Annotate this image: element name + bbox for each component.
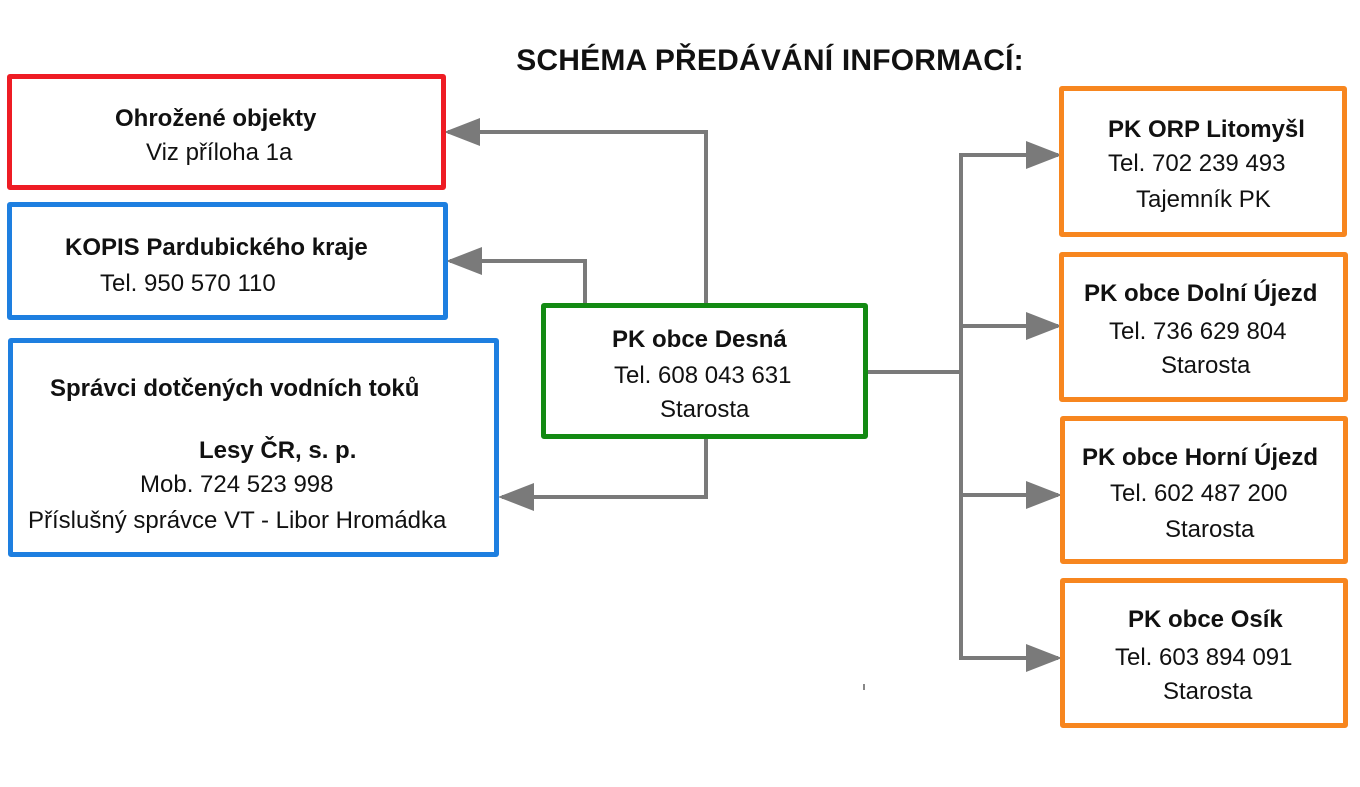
arrow-to-spravci <box>498 437 708 511</box>
box-phone: Tel. 736 629 804 <box>1109 318 1287 345</box>
box-spravci-vodnich-toku: Správci dotčených vodních toků Lesy ČR, … <box>8 338 499 557</box>
box-ohrozene-objekty: Ohrožené objekty Viz příloha 1a <box>7 74 446 190</box>
diagram-title: SCHÉMA PŘEDÁVÁNÍ INFORMACÍ: <box>516 44 1024 77</box>
box-role: Starosta <box>1161 352 1251 379</box>
box-pk-orp-litomysl: PK ORP Litomyšl Tel. 702 239 493 Tajemní… <box>1059 86 1347 237</box>
box-note: Viz příloha 1a <box>146 139 293 166</box>
stray-mark <box>863 684 865 690</box>
box-title: Ohrožené objekty <box>115 105 317 132</box>
box-role: Tajemník PK <box>1136 186 1271 213</box>
box-role: Starosta <box>1163 678 1253 705</box>
box-phone: Tel. 603 894 091 <box>1115 644 1293 671</box>
box-pk-osik: PK obce Osík Tel. 603 894 091 Starosta <box>1060 578 1348 728</box>
box-kopis: KOPIS Pardubického kraje Tel. 950 570 11… <box>7 202 448 320</box>
box-pk-horni-ujezd: PK obce Horní Újezd Tel. 602 487 200 Sta… <box>1060 416 1348 564</box>
box-phone: Tel. 602 487 200 <box>1110 480 1288 507</box>
box-phone: Tel. 702 239 493 <box>1108 150 1286 177</box>
box-role: Starosta <box>1165 516 1255 543</box>
box-contact: Příslušný správce VT - Libor Hromádka <box>28 507 447 534</box>
arrow-to-ohrozene-objekty <box>444 118 708 305</box>
box-title: PK obce Desná <box>612 326 787 353</box>
box-phone: Mob. 724 523 998 <box>140 471 334 498</box>
box-role: Starosta <box>660 396 750 423</box>
box-pk-obce-desna: PK obce Desná Tel. 608 043 631 Starosta <box>541 303 868 439</box>
box-title: PK obce Horní Újezd <box>1082 444 1319 471</box>
box-title: PK obce Osík <box>1128 606 1283 633</box>
arrow-to-kopis <box>446 247 587 305</box>
box-title: PK obce Dolní Újezd <box>1084 280 1318 307</box>
box-heading: Správci dotčených vodních toků <box>50 375 420 402</box>
box-pk-dolni-ujezd: PK obce Dolní Újezd Tel. 736 629 804 Sta… <box>1059 252 1348 402</box>
box-title: PK ORP Litomyšl <box>1108 116 1305 143</box>
box-title: KOPIS Pardubického kraje <box>65 234 368 261</box>
box-title: Lesy ČR, s. p. <box>199 437 357 464</box>
box-phone: Tel. 608 043 631 <box>614 362 792 389</box>
box-phone: Tel. 950 570 110 <box>100 270 276 297</box>
